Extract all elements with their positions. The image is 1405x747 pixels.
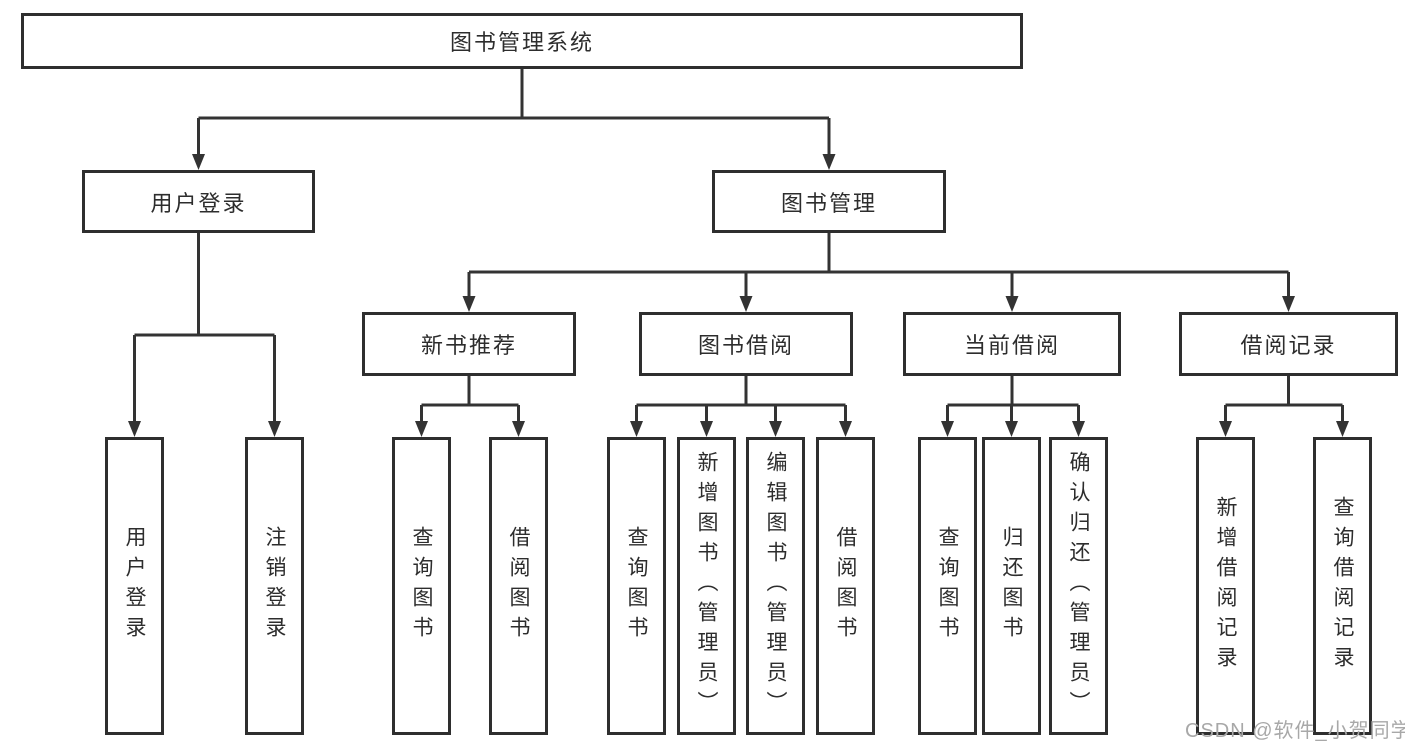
node-leaf-logout: 注销登录 <box>245 437 304 735</box>
leaf-label: 查询图书 <box>410 526 433 646</box>
leaf-label: 注销登录 <box>263 526 286 646</box>
node-leaf-query-borrow-record: 查询借阅记录 <box>1313 437 1372 735</box>
leaf-label: 查询借阅记录 <box>1331 496 1354 676</box>
node-leaf-query-books-3: 查询图书 <box>918 437 977 735</box>
leaf-label: 归还图书 <box>1000 526 1023 646</box>
node-leaf-borrow-books-2: 借阅图书 <box>816 437 875 735</box>
node-leaf-add-borrow-record: 新增借阅记录 <box>1196 437 1255 735</box>
node-leaf-return-books: 归还图书 <box>982 437 1041 735</box>
leaf-label: 编辑图书（管理员） <box>764 451 787 721</box>
leaf-label: 借阅图书 <box>507 526 530 646</box>
node-borrow-records: 借阅记录 <box>1179 312 1398 376</box>
node-book-borrow: 图书借阅 <box>639 312 853 376</box>
leaf-label: 新增图书（管理员） <box>695 451 718 721</box>
leaf-label: 借阅图书 <box>834 526 857 646</box>
node-leaf-query-books-2: 查询图书 <box>607 437 666 735</box>
node-user-login: 用户登录 <box>82 170 315 233</box>
arrowheads <box>128 154 1349 437</box>
leaf-label: 确认归还（管理员） <box>1067 451 1090 721</box>
node-leaf-add-books-admin: 新增图书（管理员） <box>677 437 736 735</box>
leaf-label: 查询图书 <box>625 526 648 646</box>
node-leaf-confirm-return-admin: 确认归还（管理员） <box>1049 437 1108 735</box>
leaf-label: 查询图书 <box>936 526 959 646</box>
node-new-book-recommend: 新书推荐 <box>362 312 576 376</box>
node-leaf-query-books-1: 查询图书 <box>392 437 451 735</box>
leaf-label: 新增借阅记录 <box>1214 496 1237 676</box>
node-book-management: 图书管理 <box>712 170 946 233</box>
node-leaf-user-login: 用户登录 <box>105 437 164 735</box>
csdn-watermark: CSDN @软件_小贺同学 <box>1185 720 1405 742</box>
node-root: 图书管理系统 <box>21 13 1023 69</box>
node-leaf-edit-books-admin: 编辑图书（管理员） <box>746 437 805 735</box>
leaf-label: 用户登录 <box>123 526 146 646</box>
node-current-borrow: 当前借阅 <box>903 312 1121 376</box>
node-leaf-borrow-books-1: 借阅图书 <box>489 437 548 735</box>
